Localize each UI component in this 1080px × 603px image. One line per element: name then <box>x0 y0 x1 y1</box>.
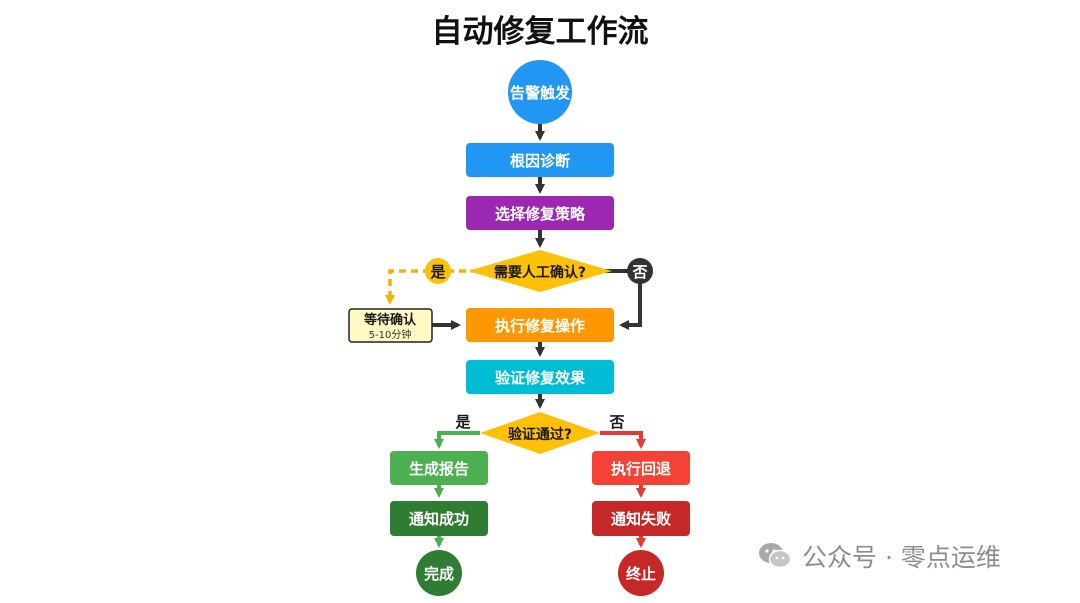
rollback-node: 执行回退 <box>592 451 690 485</box>
stop-label: 终止 <box>626 565 656 583</box>
report-node: 生成报告 <box>390 451 488 485</box>
confirm-yes-label: 是 <box>429 263 446 281</box>
strategy-label: 选择修复策略 <box>495 205 586 223</box>
start-label: 告警触发 <box>510 84 571 102</box>
notify-success-box <box>390 501 488 536</box>
wait-sublabel: 5-10分钟 <box>369 328 412 341</box>
done-node: 完成 <box>416 550 462 596</box>
verify-box <box>466 360 614 394</box>
stop-circle <box>618 550 664 596</box>
confirm-no-circle <box>627 258 653 284</box>
verify-label: 验证修复效果 <box>495 369 586 387</box>
diagnose-box <box>466 143 614 177</box>
wechat-icon <box>759 543 792 569</box>
rollback-box <box>592 451 690 485</box>
confirm-decision-label: 需要人工确认? <box>494 264 586 281</box>
start-circle <box>508 60 572 124</box>
notify-fail-box <box>592 501 690 536</box>
confirm-decision-node: 需要人工确认? <box>468 250 612 292</box>
verify-node: 验证修复效果 <box>466 360 614 394</box>
notify-fail-node: 通知失败 <box>592 501 690 536</box>
verify-yes-label: 是 <box>454 413 471 431</box>
rollback-label: 执行回退 <box>611 460 671 478</box>
confirm-no-label: 否 <box>631 263 647 281</box>
notify-success-node: 通知成功 <box>390 501 488 536</box>
diagnose-node: 根因诊断 <box>466 143 614 177</box>
confirm-no-badge: 否 <box>627 258 653 284</box>
watermark: 公众号 · 零点运维 <box>758 538 1058 574</box>
notify-success-label: 通知成功 <box>409 510 469 528</box>
stop-node: 终止 <box>618 550 664 596</box>
verify-decision-label: 验证通过? <box>508 426 572 443</box>
strategy-box <box>466 196 614 230</box>
done-circle <box>416 550 462 596</box>
execute-box <box>466 308 614 342</box>
notify-fail-label: 通知失败 <box>611 510 671 528</box>
confirm-yes-badge: 是 <box>425 258 451 284</box>
strategy-node: 选择修复策略 <box>466 196 614 230</box>
page-title: 自动修复工作流 <box>431 14 649 50</box>
arrow-verify-yes <box>434 431 480 449</box>
report-box <box>390 451 488 485</box>
arrow-confirm-no <box>602 269 642 330</box>
execute-node: 执行修复操作 <box>466 308 614 342</box>
verify-decision-node: 验证通过? <box>480 412 600 454</box>
verify-no-label: 否 <box>608 413 624 431</box>
diagnose-label: 根因诊断 <box>510 152 570 170</box>
arrow-verify-no <box>600 431 646 449</box>
wait-box <box>348 308 433 343</box>
start-node: 告警触发 <box>508 60 572 124</box>
wait-node: 等待确认 5-10分钟 <box>348 308 433 343</box>
confirm-diamond <box>468 250 612 292</box>
wait-label: 等待确认 <box>363 312 417 328</box>
done-label: 完成 <box>424 565 454 583</box>
watermark-text: 公众号 · 零点运维 <box>802 543 1001 572</box>
confirm-yes-circle <box>425 258 451 284</box>
report-label: 生成报告 <box>409 460 469 478</box>
verify-diamond <box>480 412 600 454</box>
execute-label: 执行修复操作 <box>495 317 585 335</box>
